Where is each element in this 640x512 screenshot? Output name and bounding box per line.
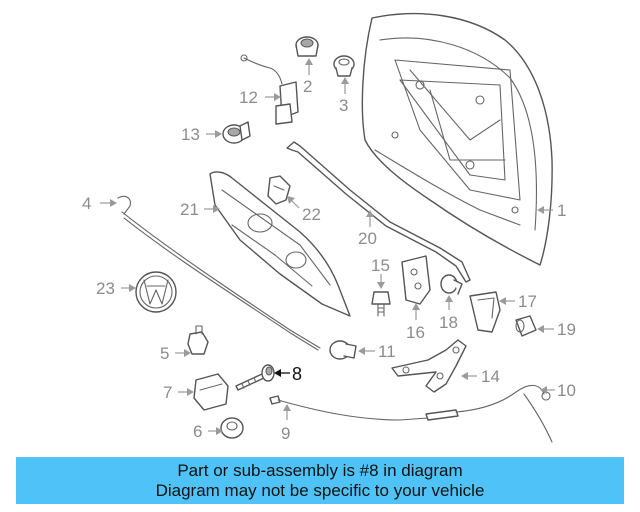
callout-14: 14 [481,367,500,386]
banner-part-note: Part or sub-assembly is #8 in diagram [177,461,463,480]
part-2-bump-stop [295,36,319,57]
callout-labels: 1 2 3 4 5 6 7 8 9 10 11 12 13 14 15 16 1… [82,77,576,443]
callout-21: 21 [180,200,199,219]
part-15-bolt [371,291,391,317]
callout-4: 4 [82,194,91,213]
part-8-screw [235,364,275,391]
callout-12: 12 [239,88,258,107]
part-19-cap [515,315,537,337]
info-banner: Part or sub-assembly is #8 in diagram Di… [16,457,624,504]
part-16-latch [401,255,431,305]
part-13-bolt [222,121,251,144]
callout-17: 17 [518,292,537,311]
callout-9: 9 [281,424,290,443]
part-9-cable-end [269,395,429,421]
part-12-bracket [240,54,299,125]
part-20-prop-rod [286,141,471,283]
callout-23: 23 [96,279,115,298]
callout-11: 11 [378,342,396,361]
part-5-stud [187,325,209,355]
part-23-emblem [135,271,177,313]
part-3-grommet [333,55,355,77]
callout-2: 2 [303,77,312,96]
leader-lines [100,58,555,435]
callout-5: 5 [160,344,169,363]
part-1-hood [361,13,553,266]
part-22-clip [267,175,291,205]
part-7-lock [193,373,229,411]
part-21-insulator [209,171,351,317]
callout-18: 18 [439,313,458,332]
part-14-hinge [391,339,467,393]
part-11-buffer [329,340,357,360]
part-6-grommet [220,417,244,439]
callout-13: 13 [181,125,200,144]
banner-disclaimer: Diagram may not be specific to your vehi… [155,481,485,500]
callout-16: 16 [406,323,425,342]
callout-10: 10 [557,381,576,400]
callout-1: 1 [557,201,566,220]
part-4-release-cable [117,195,321,351]
callout-15: 15 [371,256,390,275]
part-18-bumper [440,274,463,295]
callout-19: 19 [557,320,576,339]
callout-3: 3 [339,96,348,115]
callout-8-highlighted: 8 [292,364,302,384]
callout-22: 22 [302,205,321,224]
part-10-release-cable [425,384,553,443]
callout-6: 6 [193,422,202,441]
callout-20: 20 [358,229,377,248]
callout-7: 7 [163,383,172,402]
part-17-bracket [469,291,501,333]
